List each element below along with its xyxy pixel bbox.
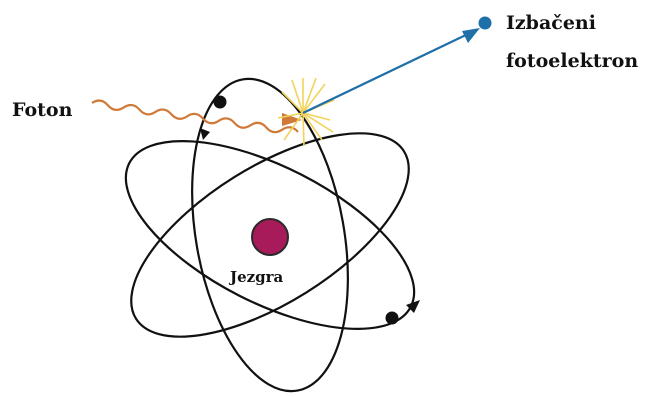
orbit-arrow-upper-left — [200, 128, 210, 140]
electron-lower-right — [385, 311, 399, 325]
ejected-label-line2: fotoelektron — [506, 50, 638, 72]
orbit-arrow-lower-right — [406, 300, 420, 313]
photon-label: Foton — [12, 99, 73, 121]
ejected-electron-path — [302, 32, 471, 114]
orbit-tilted-up — [130, 132, 410, 338]
orbit-vertical — [191, 77, 349, 393]
ejected-label-line1: Izbačeni — [506, 12, 596, 34]
nucleus-label: Jezgra — [228, 268, 284, 286]
nucleus — [252, 219, 288, 255]
ejected-electron — [478, 16, 492, 30]
ejected-electron-arrowhead — [462, 28, 480, 43]
nucleus-outline — [251, 218, 289, 256]
photon-wave — [91, 99, 299, 134]
electron-upper — [213, 95, 227, 109]
